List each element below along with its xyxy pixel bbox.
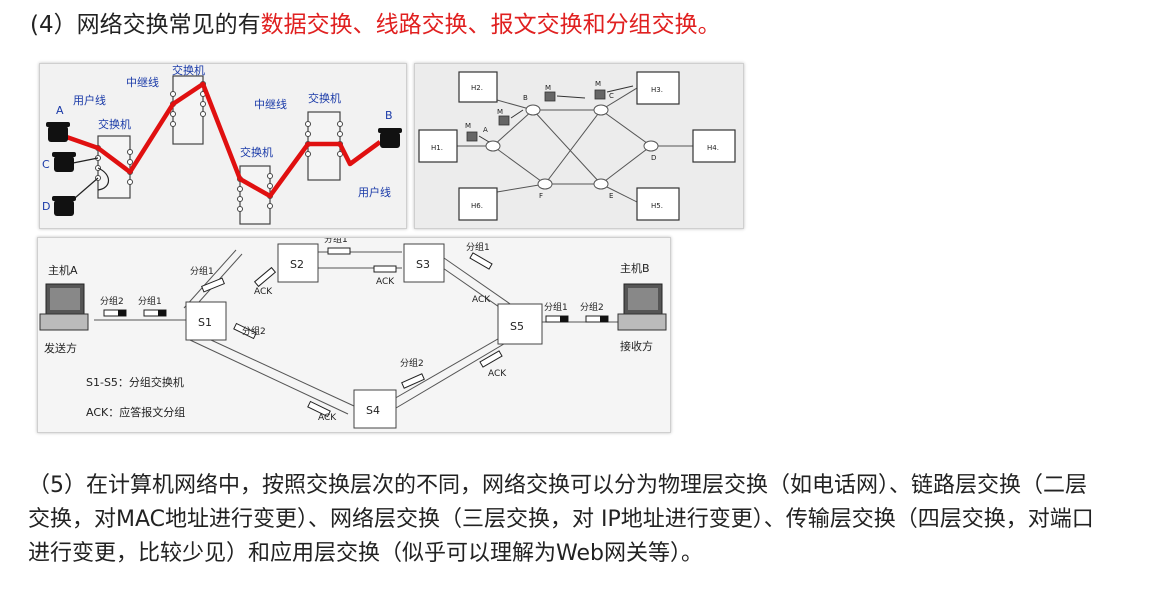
label-d: D xyxy=(42,200,50,213)
packet-switching-figure: 主机A 主机B 发送方 接收方 S1 S2 S3 S4 S5 分组2 分组1 分… xyxy=(37,233,671,433)
ack-label-s4-s1: ACK xyxy=(318,413,337,423)
packet1-label-host-a: 分组1 xyxy=(138,295,162,307)
message-label-3: M xyxy=(545,84,551,92)
host-b-computer-icon xyxy=(617,283,667,331)
switch-s1-label: S1 xyxy=(198,316,212,329)
switch-s3-box xyxy=(403,243,445,283)
switch-b-label: B xyxy=(523,94,528,102)
switch-s2-label: S2 xyxy=(290,258,304,271)
connection-path xyxy=(57,81,382,199)
host-h1-label: H1. xyxy=(431,144,443,152)
packet2-label-s4-s5: 分组2 xyxy=(400,357,424,369)
switch-f-label: F xyxy=(539,192,543,200)
ack-label-s2-s1: ACK xyxy=(254,287,273,297)
circuit-switching-figure: A B C D 用户线 用户线 中继线 中继线 交换机 交换机 交换机 交换机 xyxy=(39,63,407,229)
host-h5-box xyxy=(636,187,680,221)
host-h5-label: H5. xyxy=(651,202,663,210)
ack-label-s5-s3: ACK xyxy=(472,295,491,305)
switch-c-label: C xyxy=(609,92,614,100)
host-h3-label: H3. xyxy=(651,86,663,94)
switch-s1-box xyxy=(185,301,227,341)
host-b-label: 主机B xyxy=(620,261,650,275)
packet2-label-host-a: 分组2 xyxy=(100,295,124,307)
phone-c-icon xyxy=(52,152,76,172)
switch-d-label: D xyxy=(651,154,656,162)
receiver-label: 接收方 xyxy=(620,339,653,353)
host-a-computer-icon xyxy=(39,283,89,331)
switch-label-1: 交换机 xyxy=(98,117,131,131)
phone-a-icon xyxy=(46,122,70,142)
heading-highlight: 数据交换、线路交换、报文交换和分组交换。 xyxy=(260,12,721,38)
paragraph-5: （5）在计算机网络中，按照交换层次的不同，网络交换可以分为物理层交换（如电话网）… xyxy=(28,473,1094,566)
switch-e-label: E xyxy=(609,192,613,200)
ack-label-s3-s2: ACK xyxy=(376,277,395,287)
phone-d-icon xyxy=(52,196,76,216)
switch-a-label: A xyxy=(483,126,488,134)
host-a-label: 主机A xyxy=(48,263,78,277)
packet2-label-s1-s4: 分组2 xyxy=(242,325,266,337)
packet1-label-host-b: 分组1 xyxy=(544,301,568,313)
switch-s5-label: S5 xyxy=(510,320,524,333)
message-label-4: M xyxy=(595,80,601,88)
label-b: B xyxy=(385,109,393,122)
heading-prefix: (4）网络交换常见的有 xyxy=(30,12,261,38)
phone-b-icon xyxy=(378,128,402,148)
relay-line-label-1: 中继线 xyxy=(126,75,159,89)
host-h6-box xyxy=(458,187,498,221)
switch-s5-box xyxy=(497,303,543,345)
section-heading: (4）网络交换常见的有数据交换、线路交换、报文交换和分组交换。 xyxy=(30,8,721,42)
sender-label: 发送方 xyxy=(44,341,77,355)
message-label-1: M xyxy=(465,122,471,130)
switch-label-4: 交换机 xyxy=(308,91,341,105)
user-line-left-label: 用户线 xyxy=(73,93,106,107)
user-line-right-label: 用户线 xyxy=(358,185,391,199)
switch-label-3: 交换机 xyxy=(240,145,273,159)
host-h4-box xyxy=(692,129,736,163)
relay-line-label-2: 中继线 xyxy=(254,97,287,111)
legend-switches: S1-S5：分组交换机 xyxy=(86,375,184,389)
host-h1-box xyxy=(418,129,458,163)
ack-label-s5-s4: ACK xyxy=(488,369,507,379)
packet1-label-s1-s2: 分组1 xyxy=(190,265,214,277)
legend-ack: ACK：应答报文分组 xyxy=(86,405,185,419)
switch-s4-box xyxy=(353,389,397,429)
packet1-label-s3-s5: 分组1 xyxy=(466,241,490,253)
switch-s3-label: S3 xyxy=(416,258,430,271)
host-h3-box xyxy=(636,71,680,105)
host-h6-label: H6. xyxy=(471,202,483,210)
label-c: C xyxy=(42,158,50,171)
message-switching-figure: H2. H1. H6. H3. H4. H5. A B C D E F M M … xyxy=(414,63,744,229)
switch-s2-box xyxy=(277,243,319,283)
message-label-2: M xyxy=(497,108,503,116)
host-h2-box xyxy=(458,71,498,103)
label-a: A xyxy=(56,104,64,117)
switch-s4-label: S4 xyxy=(366,404,380,417)
switch-label-2: 交换机 xyxy=(172,64,205,77)
host-h2-label: H2. xyxy=(471,84,483,92)
packet2-label-host-b: 分组2 xyxy=(580,301,604,313)
packet1-label-s2-s3: 分组1 xyxy=(324,238,348,245)
host-h4-label: H4. xyxy=(707,144,719,152)
